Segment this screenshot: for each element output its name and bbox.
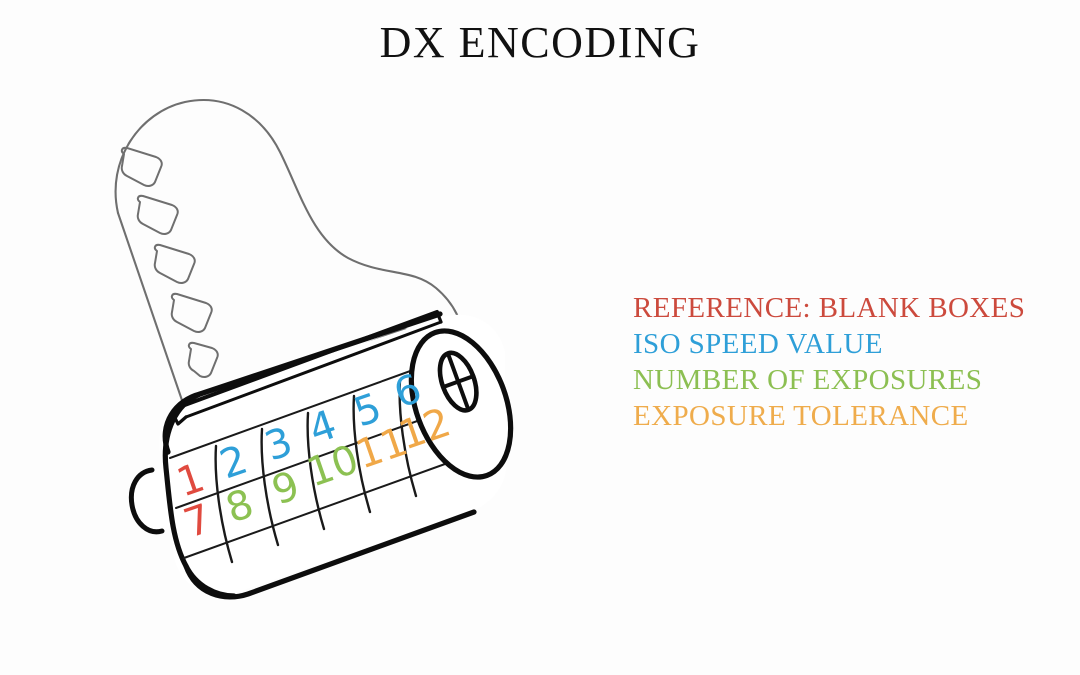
spool-end-cap (408, 328, 514, 480)
film-leader (114, 99, 468, 414)
legend-item-iso-speed: ISO SPEED VALUE (633, 328, 883, 360)
dx-cell-3: 3 (259, 419, 298, 471)
dx-cell-5: 5 (348, 385, 387, 437)
page-title: DX ENCODING (379, 18, 701, 67)
dx-cell-4: 4 (303, 402, 342, 454)
dx-cell-12: 12 (393, 399, 456, 459)
dx-grid-numbers-top-row: 1 2 3 4 5 6 (171, 366, 427, 507)
film-canister (128, 310, 514, 600)
dx-grid-column-lines (214, 378, 418, 564)
legend-item-exposures: NUMBER OF EXPOSURES (633, 364, 983, 396)
dx-cell-6: 6 (388, 366, 427, 418)
dx-cell-8: 8 (220, 481, 259, 533)
dx-cell-9: 9 (266, 463, 305, 515)
dx-grid-row-lines (169, 356, 471, 559)
dx-grid-numbers-bottom-row: 7 8 9 10 11 12 (178, 399, 456, 547)
dx-cell-1: 1 (171, 455, 210, 507)
legend: REFERENCE: BLANK BOXES ISO SPEED VALUE N… (633, 290, 1033, 434)
dx-cell-11: 11 (350, 418, 413, 478)
legend-item-tolerance: EXPOSURE TOLERANCE (633, 400, 969, 432)
dx-cell-10: 10 (301, 436, 364, 496)
sprocket-holes (120, 146, 219, 378)
legend-item-reference: REFERENCE: BLANK BOXES (633, 292, 1026, 324)
dx-cell-7: 7 (178, 496, 217, 548)
dx-cell-2: 2 (214, 437, 253, 489)
